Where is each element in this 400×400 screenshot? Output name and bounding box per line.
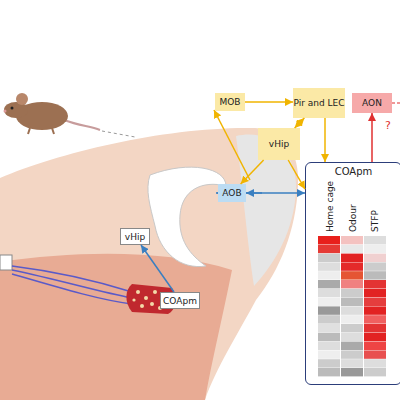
heatmap-panel: COApm [305, 162, 400, 385]
mouse-drawing [4, 93, 101, 134]
dashed-pointer [102, 131, 135, 137]
region-box: vHip [258, 128, 300, 160]
brain-label-box: COApm [160, 292, 200, 309]
column-label: Odour [348, 204, 358, 232]
region-box: AON [352, 93, 392, 113]
region-box: AOB [218, 184, 246, 202]
connector-arrow [241, 160, 264, 184]
node-label: Pir and LEC [293, 98, 344, 108]
node-label: AON [362, 98, 382, 108]
region-box: MOB [215, 93, 245, 111]
projection-lines [12, 266, 132, 304]
brain-ventral-region [0, 254, 232, 400]
node-label: MOB [219, 97, 240, 107]
connector-arrow [371, 113, 373, 162]
connector-arrow [246, 192, 305, 194]
brain-label-box: vHip [120, 228, 150, 245]
question-mark: ? [385, 121, 391, 131]
cut-box [0, 255, 12, 270]
connector-arrow [141, 245, 174, 292]
connector-arrow [245, 101, 293, 103]
node-label: vHip [269, 139, 289, 149]
node-label: AOB [222, 188, 241, 198]
connector-arrow [288, 160, 305, 189]
node-label: vHip [125, 232, 145, 242]
input-arrow [214, 110, 250, 180]
node-label: COApm [163, 296, 197, 306]
connector-arrow [324, 118, 326, 162]
column-label: STFP [370, 210, 380, 232]
hippocampus-shape [148, 167, 226, 266]
node-label: COApm [335, 167, 373, 177]
brain-outline [0, 128, 298, 400]
dashed-output [392, 102, 400, 103]
region-box: Pir and LEC [293, 88, 345, 118]
column-label: Home cage [325, 181, 335, 232]
connector-arrow [295, 118, 305, 128]
